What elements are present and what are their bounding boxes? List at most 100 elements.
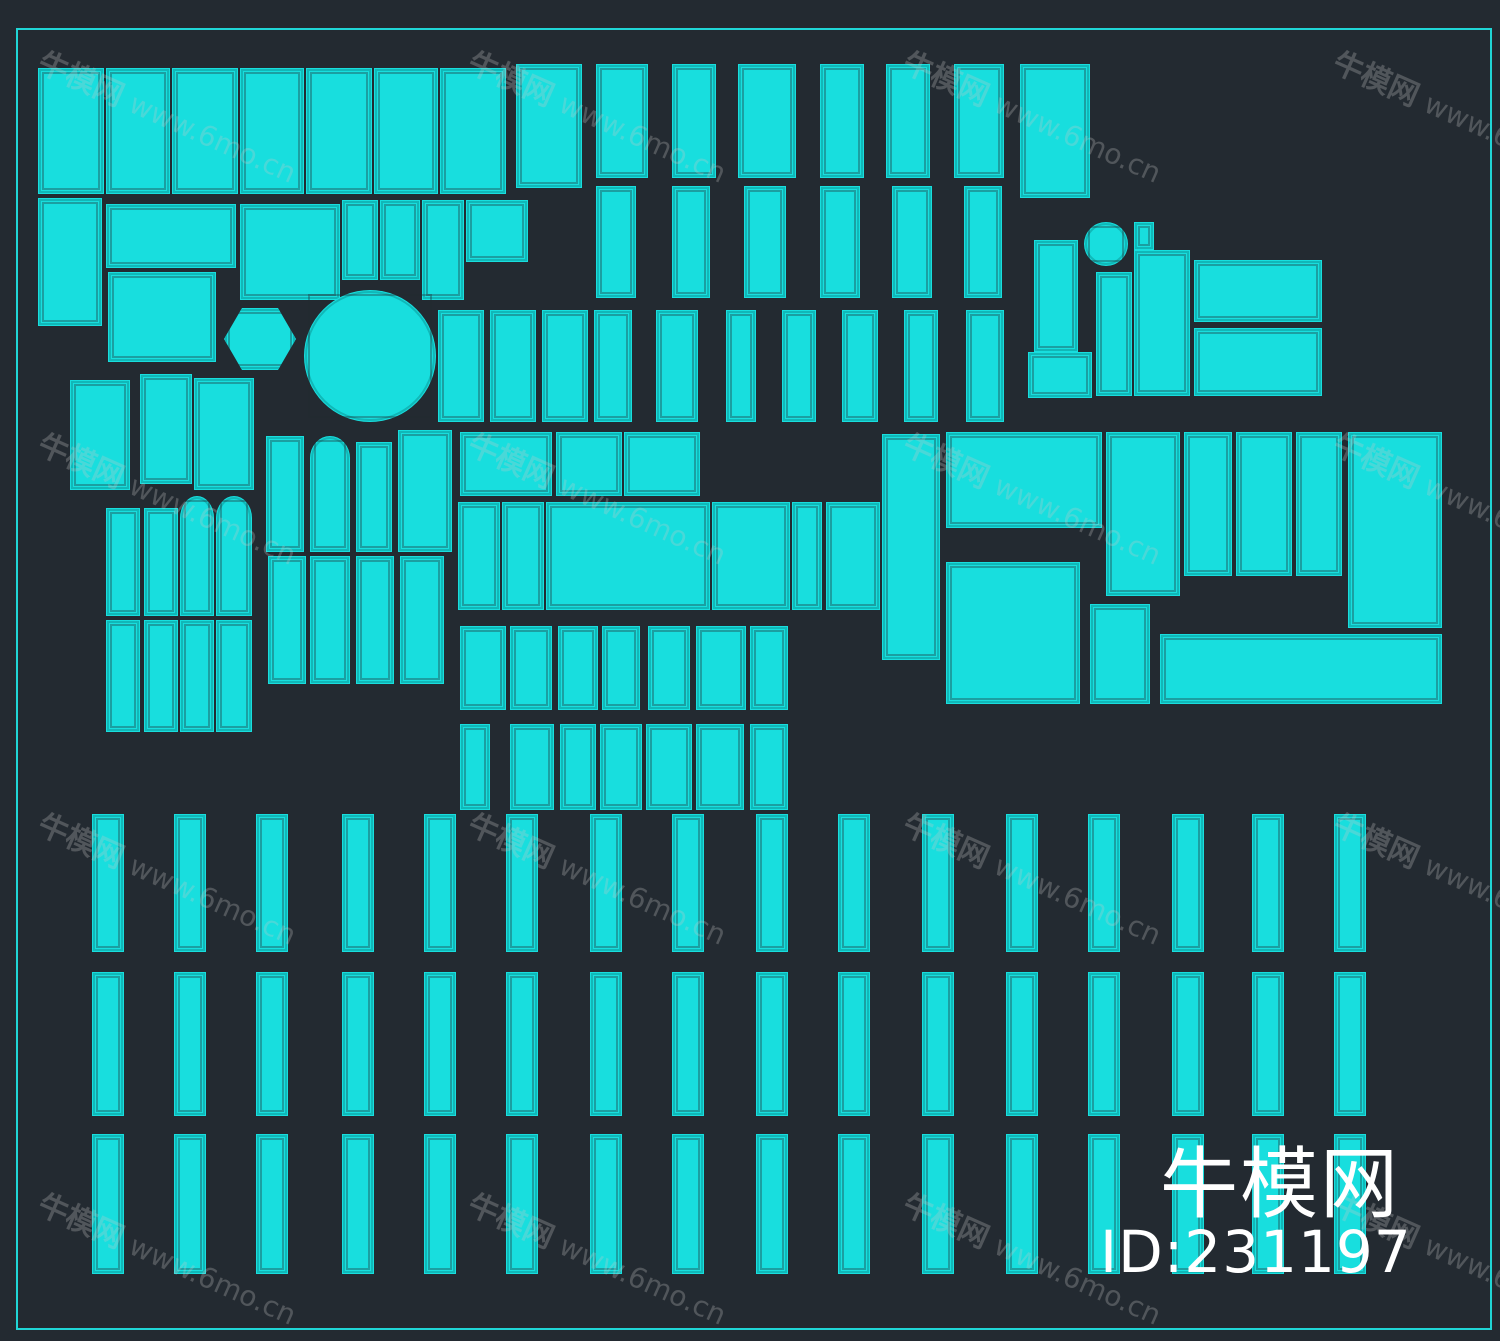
carved-panel	[602, 626, 640, 710]
carved-panel	[596, 64, 648, 178]
carved-panel	[510, 626, 552, 710]
carved-panel	[656, 310, 698, 422]
carved-panel	[596, 186, 636, 298]
column-panel	[590, 1134, 622, 1274]
carved-panel	[1034, 240, 1078, 352]
carved-panel	[542, 310, 588, 422]
carved-panel-circle	[1084, 222, 1128, 266]
column-panel	[92, 814, 124, 952]
carved-panel-arch	[310, 436, 350, 552]
carved-panel	[502, 502, 544, 610]
column-panel	[506, 814, 538, 952]
column-panel	[506, 972, 538, 1116]
column-panel	[174, 972, 206, 1116]
carved-panel	[306, 68, 372, 194]
drawing-frame	[16, 28, 1492, 1330]
carved-panel-arch	[216, 496, 252, 616]
carved-panel	[458, 502, 500, 610]
carved-panel	[70, 380, 130, 490]
carved-panel	[946, 432, 1102, 528]
column-panel	[1252, 1134, 1284, 1274]
column-panel	[1006, 972, 1038, 1116]
carved-panel	[1134, 250, 1190, 396]
carved-panel	[792, 502, 822, 610]
carved-panel	[1096, 272, 1132, 396]
carved-panel	[466, 200, 528, 262]
carved-panel	[594, 310, 632, 422]
carved-panel	[1160, 634, 1442, 704]
carved-panel	[560, 724, 596, 810]
carved-panel	[516, 64, 582, 188]
column-panel	[1006, 1134, 1038, 1274]
column-panel	[174, 1134, 206, 1274]
carved-panel	[1028, 352, 1092, 398]
column-panel	[1252, 814, 1284, 952]
carved-panel	[356, 556, 394, 684]
carved-panel	[342, 200, 378, 280]
carved-panel	[216, 620, 252, 732]
carved-panel	[172, 68, 238, 194]
carved-panel	[1236, 432, 1292, 576]
carved-panel	[966, 310, 1004, 422]
carved-panel	[240, 68, 304, 194]
column-panel	[838, 814, 870, 952]
column-panel	[922, 972, 954, 1116]
carved-panel	[38, 198, 102, 326]
carved-panel	[624, 432, 700, 496]
column-panel	[1252, 972, 1284, 1116]
column-panel	[922, 814, 954, 952]
carved-panel	[144, 620, 178, 732]
column-panel	[922, 1134, 954, 1274]
column-panel	[342, 1134, 374, 1274]
column-panel	[256, 814, 288, 952]
column-panel	[756, 972, 788, 1116]
carved-panel	[374, 68, 438, 194]
carved-panel	[194, 378, 254, 490]
carved-panel	[38, 68, 104, 194]
site-logo: 牛模网	[1160, 1140, 1401, 1230]
carved-panel	[1106, 432, 1180, 596]
carved-panel	[672, 186, 710, 298]
carved-panel	[106, 508, 140, 616]
carved-panel	[1134, 222, 1154, 250]
carved-panel	[904, 310, 938, 422]
carved-panel	[546, 502, 710, 610]
column-panel	[756, 1134, 788, 1274]
carved-panel	[310, 556, 350, 684]
carved-panel	[726, 310, 756, 422]
carved-panel	[600, 724, 642, 810]
column-panel	[1088, 972, 1120, 1116]
carved-panel	[440, 68, 506, 194]
carved-panel	[1194, 328, 1322, 396]
carved-panel	[356, 442, 392, 552]
carved-panel	[438, 310, 484, 422]
carved-panel	[820, 186, 860, 298]
carved-panel	[842, 310, 878, 422]
carved-panel-hexagon	[224, 308, 296, 370]
column-panel	[1172, 972, 1204, 1116]
carved-panel	[672, 64, 716, 178]
carved-panel	[510, 724, 554, 810]
carved-panel	[1090, 604, 1150, 704]
carved-panel	[1348, 432, 1442, 628]
carved-panel	[882, 434, 940, 660]
carved-panel	[106, 204, 236, 268]
column-panel	[174, 814, 206, 952]
column-panel	[590, 972, 622, 1116]
carved-panel	[266, 436, 304, 552]
carved-panel	[1296, 432, 1342, 576]
carved-panel	[144, 508, 178, 616]
carved-panel	[268, 556, 306, 684]
carved-panel	[1194, 260, 1322, 322]
carved-panel	[782, 310, 816, 422]
column-panel	[590, 814, 622, 952]
column-panel	[342, 972, 374, 1116]
column-panel	[256, 972, 288, 1116]
column-panel	[1088, 1134, 1120, 1274]
carved-panel	[750, 626, 788, 710]
column-panel	[1334, 1134, 1366, 1274]
carved-panel	[744, 186, 786, 298]
column-panel	[1006, 814, 1038, 952]
carved-panel	[460, 432, 552, 496]
